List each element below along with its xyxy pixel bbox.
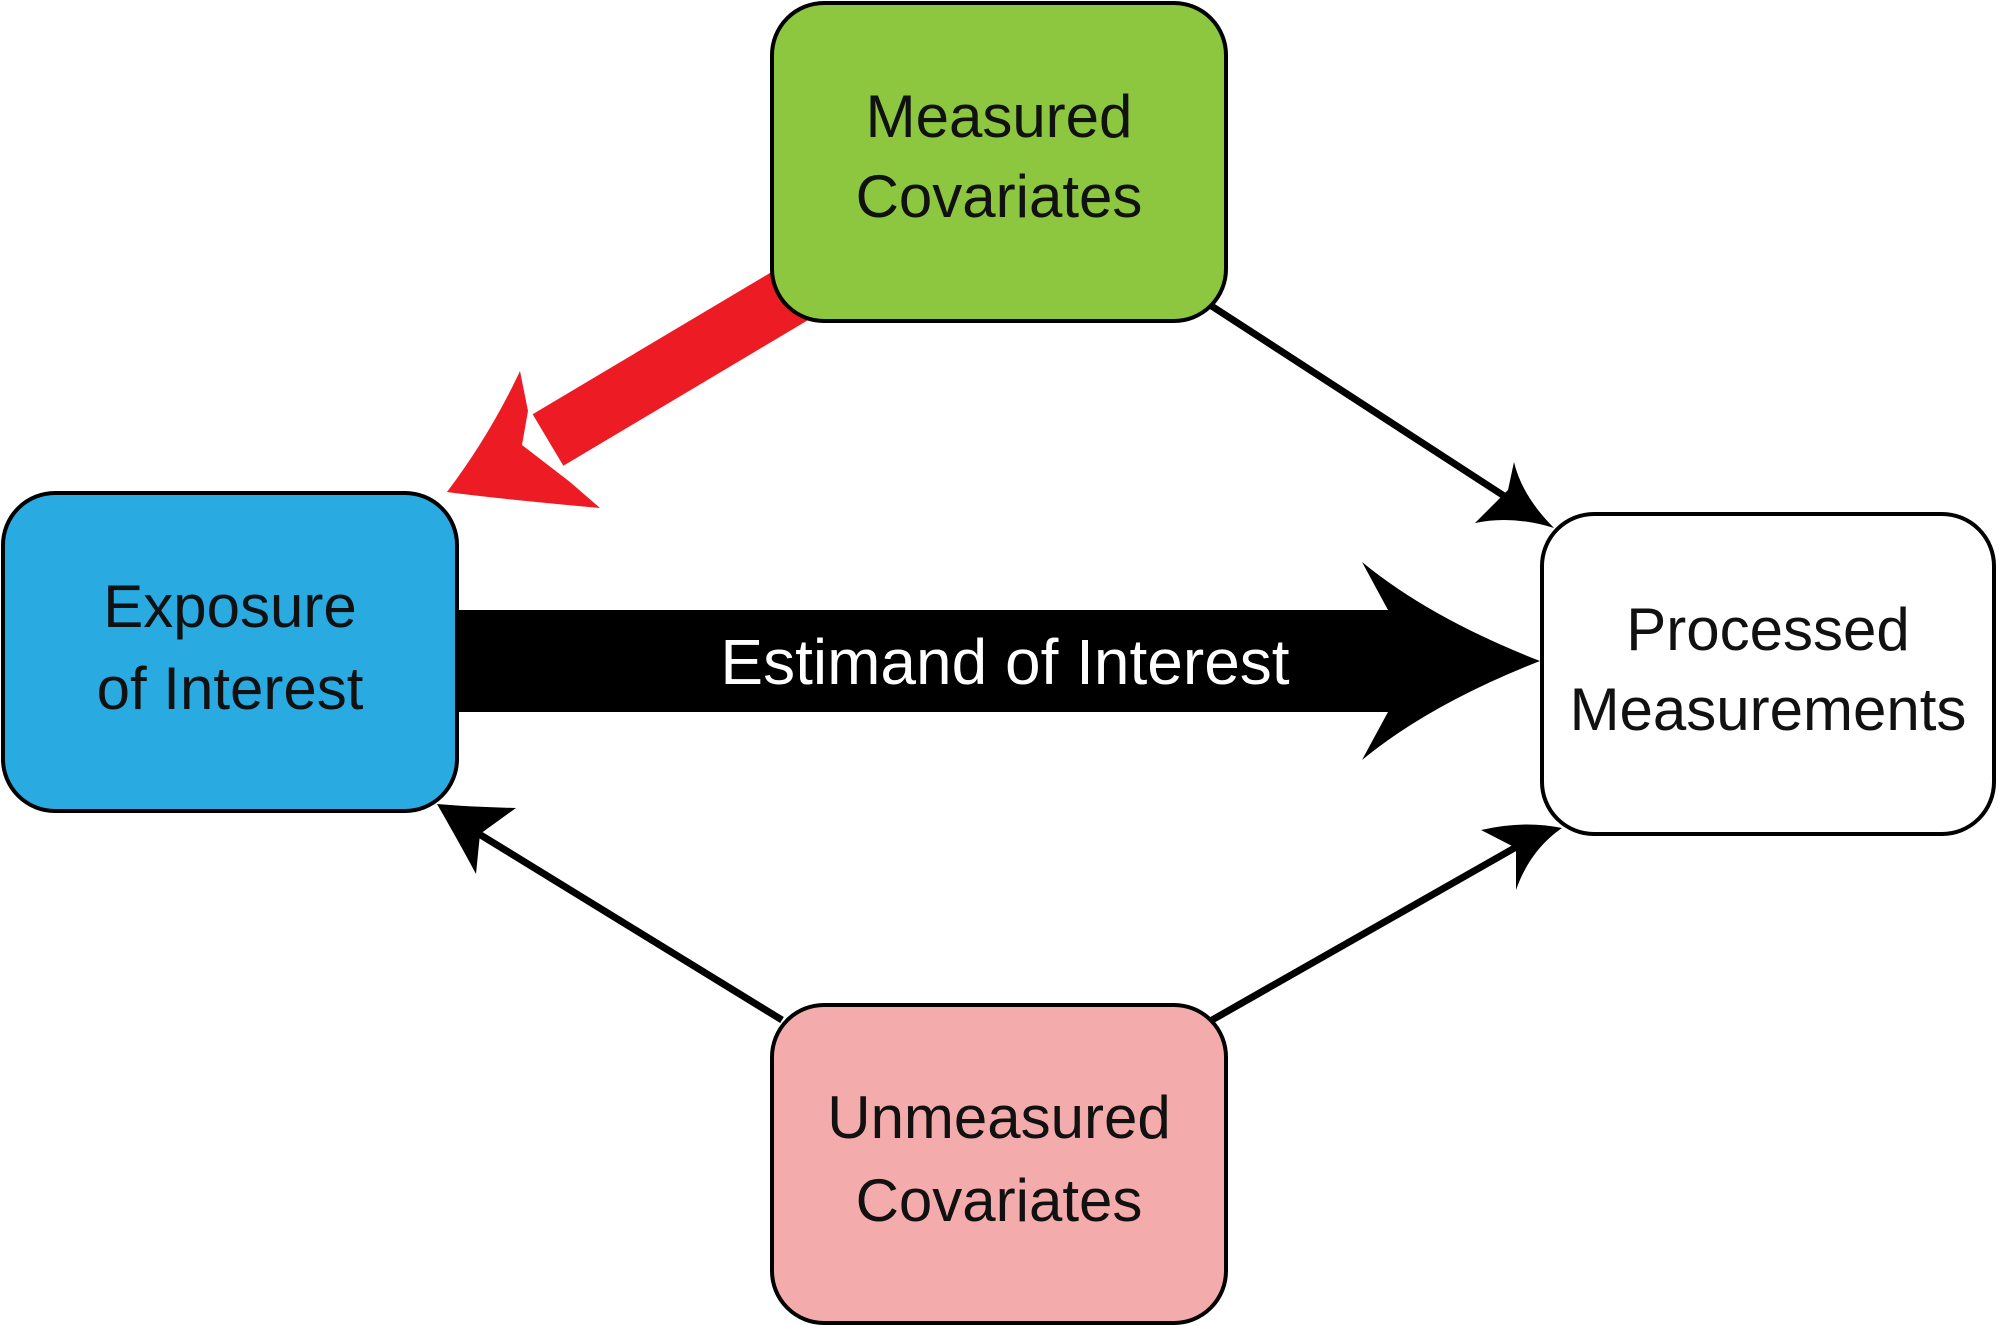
measured-covariates-label-line2: Covariates [856, 163, 1143, 230]
estimand-of-interest-label: Estimand of Interest [720, 626, 1289, 698]
processed-measurements-label-line1: Processed [1626, 596, 1909, 663]
unmeasured-covariates-box [770, 1003, 1228, 1325]
processed-measurements-node: Processed Measurements [1540, 512, 1996, 836]
unmeasured-covariates-node: Unmeasured Covariates [770, 1003, 1228, 1325]
exposure-of-interest-box [1, 491, 459, 813]
arrow-shaft-measured-to-processed [1208, 302, 1520, 508]
arrowhead-measured-to-processed [1475, 462, 1554, 528]
arrow-shaft-unmeasured-to-exposure [464, 823, 784, 1023]
exposure-of-interest-node: Exposure of Interest [1, 491, 459, 813]
arrowhead-unmeasured-to-processed [1481, 824, 1562, 890]
processed-measurements-box [1540, 512, 1996, 836]
red-arrowhead [447, 371, 600, 508]
measured-covariates-node: Measured Covariates [770, 1, 1228, 323]
exposure-of-interest-label-line2: of Interest [97, 655, 364, 722]
arrow-shaft-unmeasured-to-processed [1210, 842, 1520, 1024]
unmeasured-covariates-label-line2: Covariates [856, 1167, 1143, 1234]
measured-covariates-box [770, 1, 1228, 323]
arrowhead-unmeasured-to-exposure [437, 804, 516, 874]
estimand-arrow-shaft [450, 610, 1400, 712]
processed-measurements-label-line2: Measurements [1570, 676, 1967, 743]
unmeasured-covariates-label-line1: Unmeasured [827, 1084, 1171, 1151]
red-arrow-shaft [532, 264, 816, 466]
measured-covariates-label-line1: Measured [866, 83, 1133, 150]
exposure-of-interest-label-line1: Exposure [103, 573, 356, 640]
estimand-arrowhead [1362, 562, 1540, 760]
